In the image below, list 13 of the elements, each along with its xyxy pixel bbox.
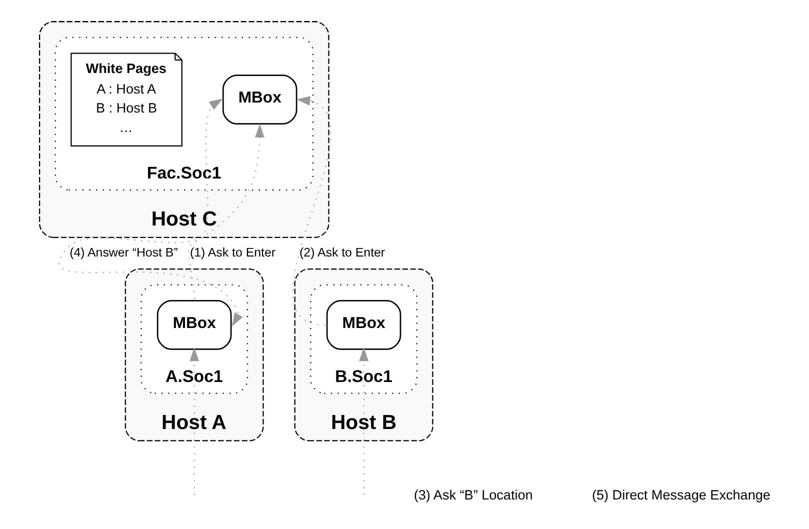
arrow [358, 348, 368, 495]
arrow [292, 96, 330, 326]
edge-label: (2) Ask to Enter [299, 245, 385, 260]
edge-label: (4) Answer “Host B” [69, 245, 178, 260]
label: (3) Ask “B” Location [413, 488, 532, 503]
edge-label: (1) Ask to Enter [189, 245, 275, 260]
label: (5) Direct Message Exchange [591, 488, 770, 503]
arrow [58, 124, 264, 326]
node-box: MBox [222, 74, 297, 125]
node-box: MBox [156, 300, 232, 350]
arrow [189, 348, 199, 495]
arrow [188, 98, 222, 299]
node-box: MBox [326, 300, 401, 350]
